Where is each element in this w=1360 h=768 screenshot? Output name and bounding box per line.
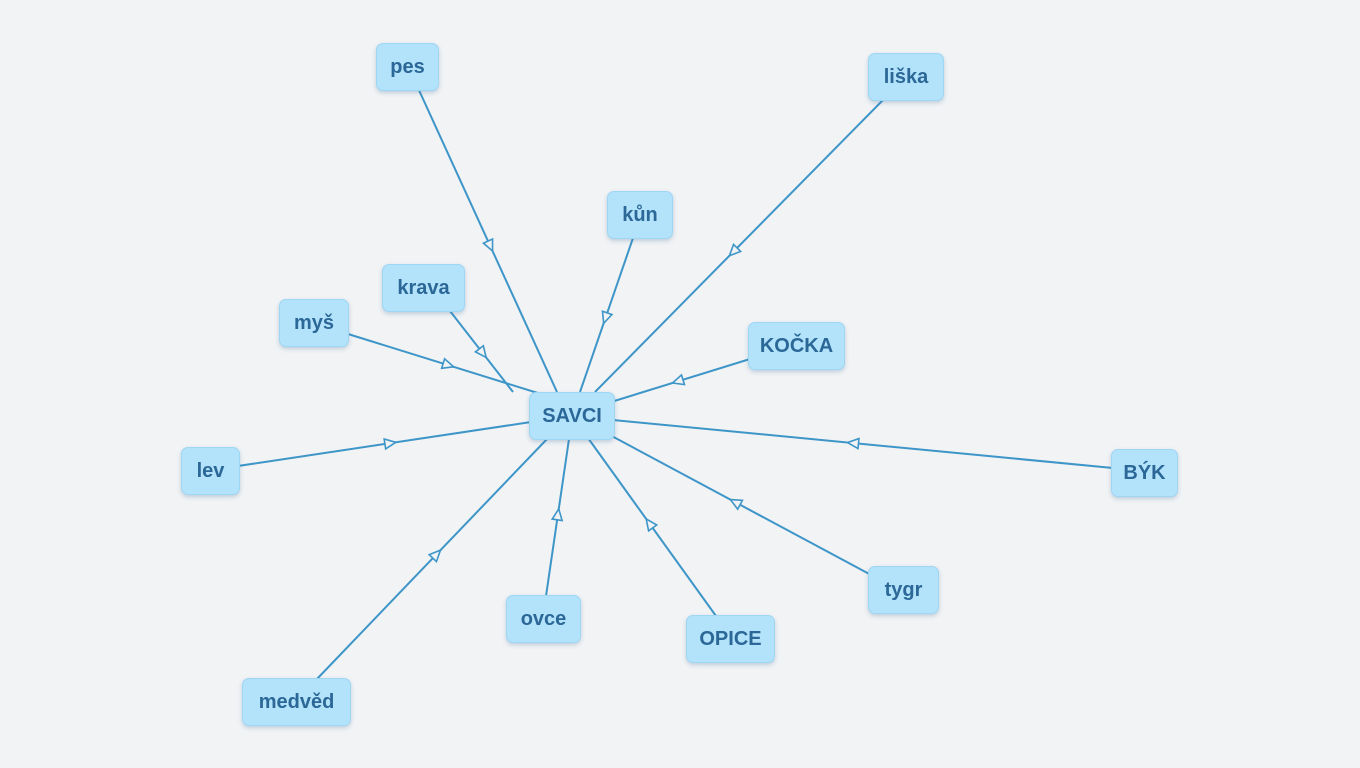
arrowhead-medved (427, 548, 442, 564)
node-mys[interactable]: myš (279, 299, 349, 347)
edge-medved-savci (315, 437, 549, 681)
arrowhead-mys (440, 357, 456, 370)
node-tygr[interactable]: tygr (868, 566, 939, 614)
node-pes[interactable]: pes (376, 43, 439, 91)
arrowhead-ovce (550, 507, 564, 522)
node-krava[interactable]: krava (382, 264, 465, 312)
node-byk[interactable]: BÝK (1111, 449, 1178, 497)
arrowhead-opice (645, 517, 659, 533)
node-opice[interactable]: OPICE (686, 615, 775, 663)
node-medved[interactable]: medvěd (242, 678, 351, 726)
arrowhead-kocka (670, 373, 686, 386)
node-kun[interactable]: kůn (607, 191, 673, 239)
arrowhead-krava (473, 344, 488, 359)
edge-byk-savci (612, 419, 1114, 469)
arrowhead-lev (383, 437, 398, 451)
edge-liska-savci (594, 99, 884, 393)
node-liska[interactable]: liška (868, 53, 944, 101)
node-kocka[interactable]: KOČKA (748, 322, 845, 370)
node-ovce[interactable]: ovce (506, 595, 581, 643)
node-savci[interactable]: SAVCI (529, 392, 615, 440)
node-lev[interactable]: lev (181, 447, 240, 495)
arrowhead-pes (481, 237, 494, 253)
arrowhead-byk (845, 437, 860, 450)
edge-pes-savci (417, 87, 558, 393)
arrowhead-kun (601, 310, 614, 326)
arrowhead-tygr (728, 498, 744, 511)
arrowhead-liska (728, 242, 743, 258)
